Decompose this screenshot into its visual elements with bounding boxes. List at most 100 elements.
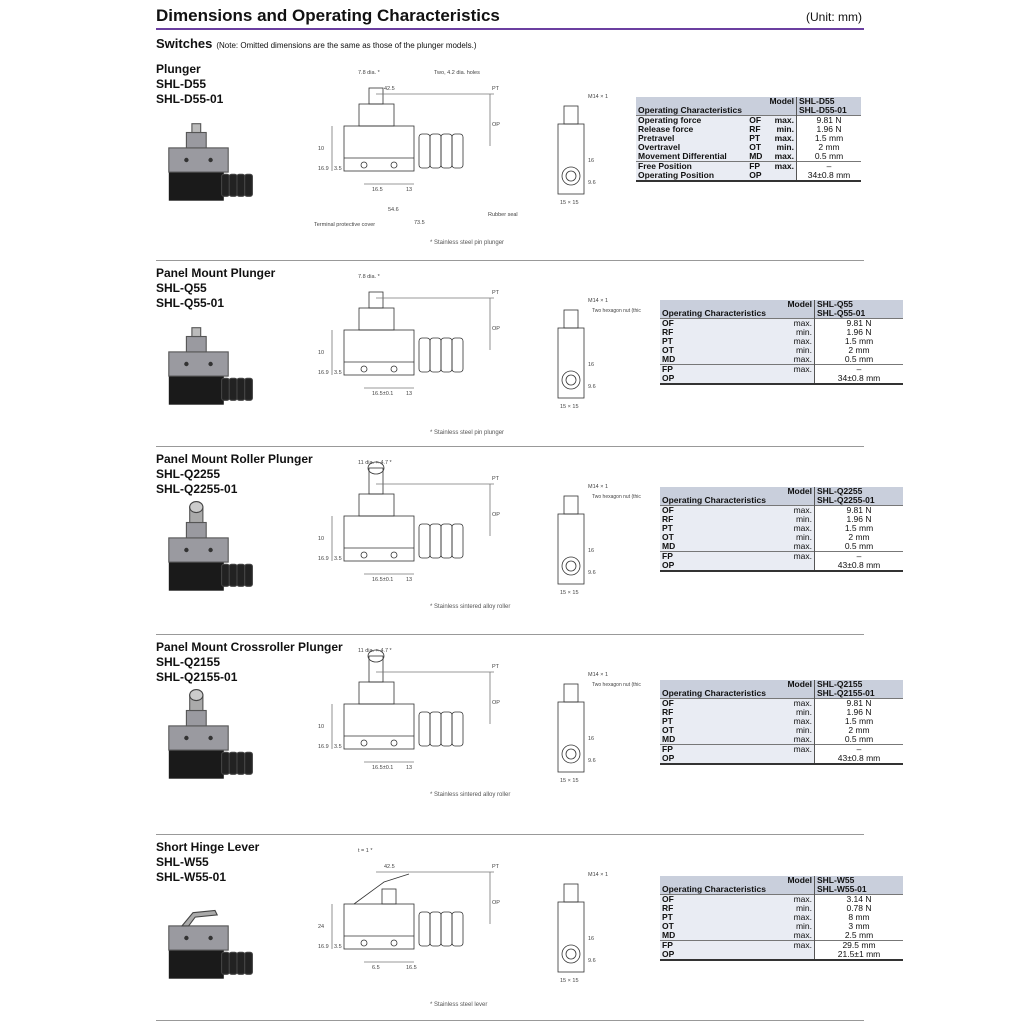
oc-name: OT: [660, 726, 721, 735]
seal-ridge-outline: [429, 337, 442, 373]
side-plunger-outline: [563, 495, 579, 515]
oc-code: [720, 505, 735, 515]
oc-limit: [734, 374, 815, 385]
oc-header-label: Operating Characteristics: [636, 106, 797, 116]
section-title: Panel Mount Plunger: [156, 266, 276, 280]
switch-housing: [168, 725, 229, 751]
side-housing-outline: [557, 513, 585, 585]
oc-name: MD: [660, 735, 721, 745]
side-seal-inner: [565, 560, 577, 572]
oc-name: OF: [660, 505, 721, 515]
switches-heading: Switches(Note: Omitted dimensions are th…: [156, 36, 477, 51]
dim-label-height: 16.9: [318, 556, 329, 562]
oc-value: 1.96 N: [796, 125, 861, 134]
oc-code: [720, 754, 735, 765]
seal-ridge-outline: [418, 133, 431, 169]
oc-value: 9.81 N: [814, 505, 903, 515]
oc-name: PT: [660, 524, 721, 533]
model-header-label: Model: [636, 97, 797, 106]
oc-limit: [767, 171, 797, 182]
oc-code: [720, 717, 735, 726]
dim-label-pt: PT: [492, 864, 500, 870]
oc-code: [720, 698, 735, 708]
oc-code: [720, 551, 735, 561]
roller-outline: [367, 649, 385, 663]
drawing-caption: * Stainless steel pin plunger: [430, 240, 505, 246]
oc-name: PT: [660, 337, 721, 346]
oc-limit: min.: [767, 125, 797, 134]
rubber-seal-ridge: [244, 951, 253, 975]
dim-label-height: 16.9: [318, 370, 329, 376]
rubber-seal-ridge: [236, 563, 246, 587]
model-header-value-2: SHL-Q2155-01: [814, 689, 903, 699]
screw-hole: [208, 935, 213, 941]
side-seal-outline: [561, 166, 581, 186]
oc-code: [720, 542, 735, 552]
section-divider: [156, 1020, 864, 1021]
model-header-value: SHL-Q2255: [814, 487, 903, 496]
oc-value: 9.81 N: [796, 115, 861, 125]
side-seal-inner: [565, 748, 577, 760]
oc-name: OT: [660, 922, 721, 931]
dim-label-pitch: 13: [406, 577, 412, 583]
oc-value: 2.5 mm: [814, 931, 903, 941]
roller-outline: [367, 461, 385, 475]
oc-code: FP: [747, 161, 768, 171]
dim-label-pitch: 6.5: [372, 965, 380, 971]
oc-value: 34±0.8 mm: [814, 374, 903, 385]
model-header-label: Model: [660, 487, 815, 496]
dim-label-height: 9.6: [588, 758, 596, 764]
mount-hole: [390, 551, 398, 559]
section-divider: [156, 446, 864, 447]
oc-value: 0.5 mm: [796, 152, 861, 162]
rubber-seal-ridge: [221, 563, 230, 587]
oc-name: PT: [660, 717, 721, 726]
model-header-value: SHL-D55: [796, 97, 861, 106]
oc-limit: max.: [734, 551, 815, 561]
roller: [189, 501, 204, 514]
oc-value: 0.78 N: [814, 904, 903, 913]
oc-name: Movement Differential: [636, 152, 748, 162]
oc-code: [720, 346, 735, 355]
model-number: SHL-W55-01: [156, 870, 227, 884]
rubber-seal-ridge: [228, 951, 238, 975]
switches-note: (Note: Omitted dimensions are the same a…: [216, 41, 477, 50]
mount-hole: [360, 739, 368, 747]
oc-name: OF: [660, 894, 721, 904]
switch-housing: [168, 351, 229, 377]
dim-label-square: 15 × 15: [560, 778, 579, 784]
mount-hole: [360, 161, 368, 169]
side-housing-outline: [557, 327, 585, 399]
dim-label-pitch: 13: [406, 765, 412, 771]
oc-limit: min.: [734, 346, 815, 355]
oc-code: [720, 922, 735, 931]
oc-value: 9.81 N: [814, 318, 903, 328]
oc-name: Pretravel: [636, 134, 748, 143]
housing-outline: [343, 329, 415, 376]
oc-code: [720, 533, 735, 542]
pin-plunger-outline: [368, 291, 384, 309]
dim-label-actuator: 11 dia. × 4.7 *: [358, 460, 393, 466]
plunger-body: [185, 131, 207, 149]
oc-limit: max.: [734, 337, 815, 346]
rubber-seal-ridge: [244, 563, 253, 587]
dim-label-width: 42.5: [384, 86, 395, 92]
mount-hole: [390, 161, 398, 169]
oc-code: [720, 904, 735, 913]
model-number: SHL-Q2255-01: [156, 482, 238, 496]
oc-code: [720, 744, 735, 754]
mount-hole: [390, 739, 398, 747]
oc-limit: max.: [767, 134, 797, 143]
drawing-caption: * Stainless steel pin plunger: [430, 430, 505, 436]
model-number: SHL-Q55: [156, 281, 207, 295]
